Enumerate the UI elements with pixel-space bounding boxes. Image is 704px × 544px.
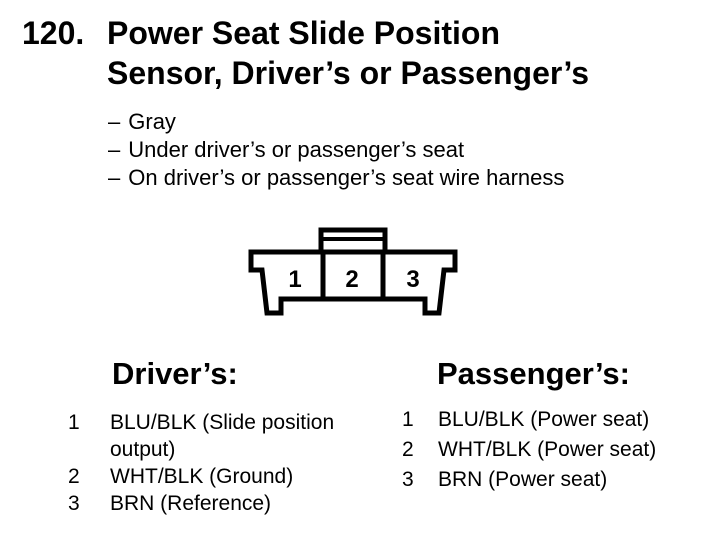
note-color: –Gray — [108, 108, 564, 136]
connector-notes: –Gray –Under driver’s or passenger’s sea… — [108, 108, 564, 192]
entry-title-line-2: Sensor, Driver’s or Passenger’s — [107, 55, 590, 91]
drivers-pin-1-description: BLU/BLK (Slide position output) — [110, 409, 368, 463]
drivers-pin-1-line-1: BLU/BLK (Slide position — [110, 411, 335, 434]
note-dash: – — [108, 165, 121, 190]
drivers-pin-2-description: WHT/BLK (Ground) — [110, 465, 294, 488]
passengers-pin-3-description: BRN (Power seat) — [438, 468, 608, 491]
note-dash: – — [108, 137, 121, 162]
drivers-pin-1-line-2: output) — [110, 438, 176, 461]
passengers-pin-list: 1 BLU/BLK (Power seat) 2 WHT/BLK (Power … — [402, 405, 692, 495]
passengers-pin-3-number: 3 — [402, 468, 414, 491]
connector-pin-3-number: 3 — [406, 266, 419, 293]
passengers-pin-1-number: 1 — [402, 408, 414, 431]
pin2-cavity-dividers — [320, 252, 386, 299]
drivers-heading: Driver’s: — [112, 356, 238, 391]
connector-pin-2-number: 2 — [345, 266, 358, 293]
entry-title: Power Seat Slide Position Sensor, Driver… — [107, 13, 589, 93]
passengers-heading: Passenger’s: — [437, 356, 630, 391]
drivers-pin-3-description: BRN (Reference) — [110, 492, 272, 515]
note-harness-text: On driver’s or passenger’s seat wire har… — [128, 165, 565, 190]
note-color-text: Gray — [128, 109, 176, 134]
note-location-text: Under driver’s or passenger’s seat — [128, 137, 465, 162]
connector-body-outline — [248, 249, 458, 316]
passengers-pin-1-description: BLU/BLK (Power seat) — [438, 408, 650, 431]
entry-header: 120. Power Seat Slide Position Sensor, D… — [22, 13, 589, 93]
drivers-pin-3-number: 3 — [68, 492, 80, 515]
note-dash: – — [108, 109, 121, 134]
note-location: –Under driver’s or passenger’s seat — [108, 136, 564, 164]
entry-number: 120. — [22, 15, 85, 51]
drivers-pin-2-number: 2 — [68, 465, 80, 488]
drivers-pin-list: 1 BLU/BLK (Slide position output) 2 WHT/… — [68, 409, 368, 517]
entry-title-line-1: Power Seat Slide Position — [107, 15, 500, 51]
passengers-pin-2-description: WHT/BLK (Power seat) — [438, 438, 657, 461]
connector-pin-1-number: 1 — [288, 266, 301, 293]
note-harness: –On driver’s or passenger’s seat wire ha… — [108, 164, 564, 192]
drivers-pin-1-number: 1 — [68, 411, 80, 434]
connector-diagram: 1 2 3 — [245, 220, 465, 322]
passengers-pin-2-number: 2 — [402, 438, 414, 461]
